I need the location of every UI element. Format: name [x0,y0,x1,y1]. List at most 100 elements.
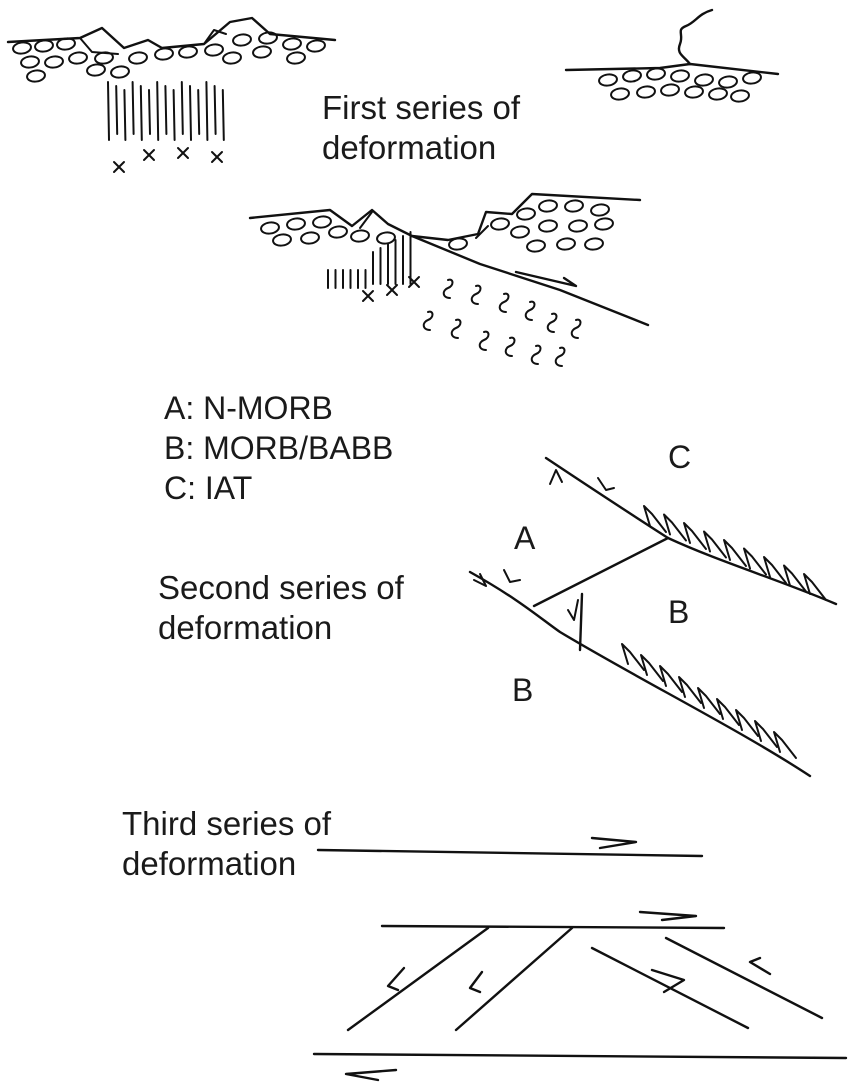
first-series-cross-marks [113,147,223,173]
caption-first-series: First series of deformation [322,88,520,168]
cross-mark [362,290,374,302]
cross-mark [386,284,398,296]
pebble-mark [44,55,64,69]
squiggle-mark [422,310,434,331]
pebble-mark [568,219,588,233]
squiggle-mark [504,336,516,357]
cross-mark [408,276,420,288]
caption-third-line-2: deformation [122,845,297,882]
pebble-mark [350,229,370,243]
pebble-mark [222,51,242,65]
caption-first-line-2: deformation [322,129,497,166]
pebble-mark [636,85,656,99]
hatch-mark [659,665,683,693]
hatch-mark [803,573,827,601]
caption-second-series: Second series of deformation [158,568,404,648]
dike-line [205,81,209,141]
dike-line [213,85,217,135]
pebble-mark [684,85,704,99]
hatch-mark [754,720,778,748]
pebble-mark [646,67,666,81]
hatch-mark [716,698,740,726]
legend-item-c: C: IAT [164,470,253,506]
legend-item-a: A: N-MORB [164,390,333,426]
dike-line [148,89,151,135]
hatch-mark [643,505,667,533]
hatch-mark [773,731,797,759]
dike-line [139,85,143,141]
caption-second-line-1: Second series of [158,569,404,606]
dike-line [172,89,176,141]
dike-line [115,85,119,135]
pebble-mark [26,69,46,83]
unit-label-b-lower: B [512,672,534,708]
pebble-mark [286,51,306,65]
pebble-mark [510,225,530,239]
pebble-mark [12,41,32,55]
pebble-mark [526,239,546,253]
pebble-mark [252,45,272,59]
caption-first-line-1: First series of [322,89,521,126]
pebble-mark [594,217,614,231]
third-series-sketch [312,836,848,1082]
pebble-mark [56,37,76,51]
pebble-mark [538,219,558,233]
hatch-mark [697,687,721,715]
pebble-mark [610,87,630,101]
pebble-mark [282,37,302,51]
hatch-mark [678,676,702,704]
pebble-mark [154,47,174,61]
dike-line [131,81,135,135]
pebble-mark [376,231,396,245]
pebble-mark [598,73,618,87]
pebble-mark [694,73,714,87]
hatch-mark [683,522,707,550]
pebble-mark [742,71,762,85]
hatch-mark [621,643,645,671]
squiggle-mark [570,318,582,339]
unit-label-c: C [668,439,692,475]
squiggle-mark [524,300,536,321]
unit-label-a: A [514,520,536,556]
hatch-mark [735,709,759,737]
pebble-mark [312,215,332,229]
pebble-mark [86,63,106,77]
pebble-mark [178,45,198,59]
pebble-mark [538,199,558,213]
pebble-mark [718,75,738,89]
pebble-mark [622,69,642,83]
dike-line [221,89,225,141]
pebble-mark [448,237,468,251]
dike-line [156,81,160,141]
hatch-mark [743,547,767,576]
pebble-mark [258,31,278,45]
pebble-mark [68,51,88,65]
squiggle-mark [478,330,490,351]
hatch-mark [640,654,664,682]
first-series-dikes [107,81,225,141]
squiggle-mark [530,344,542,365]
pebble-mark [670,69,690,83]
legend-item-b: B: MORB/BABB [164,430,394,466]
squiggle-mark [450,318,462,339]
pebble-mark [660,83,680,97]
pebble-mark [590,203,610,217]
pebble-mark [516,207,536,221]
dike-line [197,89,201,135]
pebble-mark [584,237,604,251]
squiggle-mark [554,346,566,367]
pebble-mark [286,217,306,231]
pebble-mark [272,233,292,247]
hatch-mark [663,513,687,542]
squiggle-mark [442,278,454,299]
first-series-left-block [6,16,337,83]
hatch-mark [703,530,727,559]
dike-line [189,85,192,141]
second-series-sketch [468,456,838,778]
hatch-mark [763,556,787,584]
dike-line [123,89,127,141]
caption-third-line-1: Third series of [122,805,332,842]
pebble-mark [204,43,224,57]
